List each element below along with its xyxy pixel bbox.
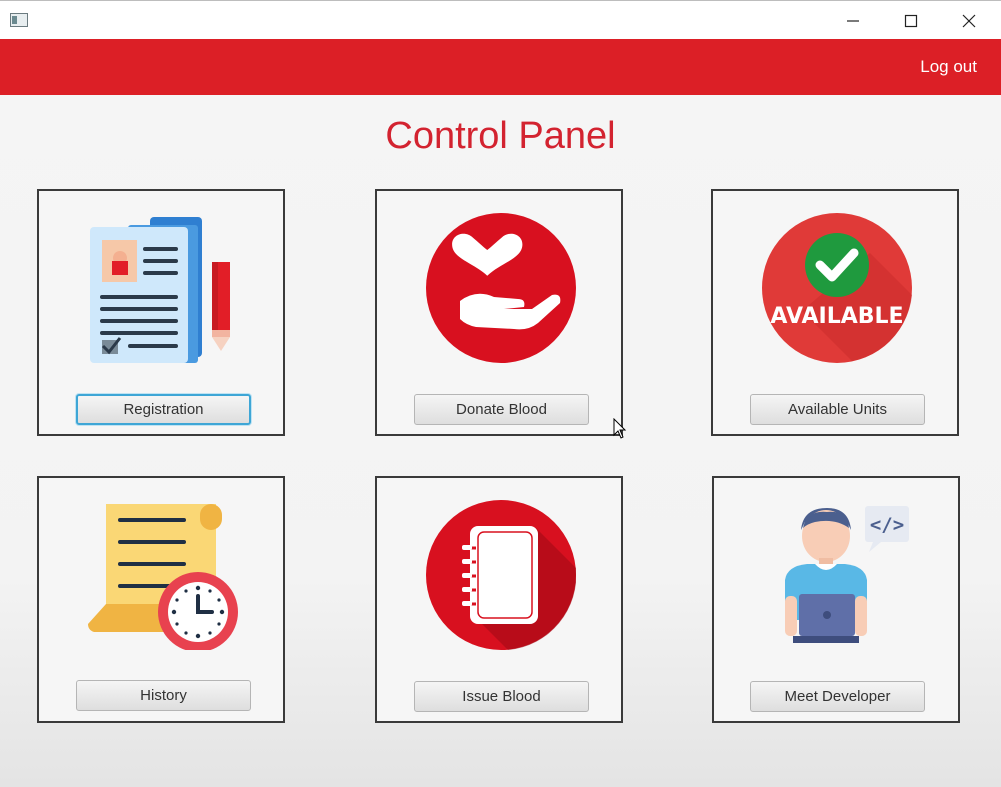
card-available-units: AVAILABLE Available Units xyxy=(711,189,959,436)
minimize-button[interactable] xyxy=(824,1,882,40)
donate-blood-button[interactable]: Donate Blood xyxy=(414,394,589,425)
card-history: History xyxy=(37,476,285,723)
developer-laptop-icon: </> xyxy=(763,500,913,650)
meet-developer-button[interactable]: Meet Developer xyxy=(750,681,925,712)
card-meet-developer: </> Meet Developer xyxy=(712,476,960,723)
issue-blood-button[interactable]: Issue Blood xyxy=(414,681,589,712)
available-icon-text: AVAILABLE xyxy=(770,304,903,329)
card-issue-blood: Issue Blood xyxy=(375,476,623,723)
app-header-bar: Log out xyxy=(0,39,1001,95)
close-icon xyxy=(962,14,976,28)
maximize-button[interactable] xyxy=(882,1,940,40)
history-button[interactable]: History xyxy=(76,680,251,711)
available-units-button[interactable]: Available Units xyxy=(750,394,925,425)
mouse-cursor-icon xyxy=(613,418,627,439)
card-donate-blood: Donate Blood xyxy=(375,189,623,436)
window-titlebar xyxy=(0,0,1001,39)
logout-link[interactable]: Log out xyxy=(920,57,977,76)
maximize-icon xyxy=(904,14,918,28)
close-button[interactable] xyxy=(940,1,998,40)
history-scroll-clock-icon xyxy=(88,500,238,650)
issue-blood-notebook-icon xyxy=(426,500,576,650)
registration-form-icon xyxy=(88,213,238,363)
card-registration: Registration xyxy=(37,189,285,436)
available-check-icon: AVAILABLE xyxy=(762,213,912,363)
page-title: Control Panel xyxy=(385,115,616,157)
donate-blood-hand-heart-icon xyxy=(426,213,576,363)
code-icon-text: </> xyxy=(870,514,904,536)
registration-button[interactable]: Registration xyxy=(76,394,251,425)
minimize-icon xyxy=(847,20,859,22)
app-icon xyxy=(10,13,28,27)
